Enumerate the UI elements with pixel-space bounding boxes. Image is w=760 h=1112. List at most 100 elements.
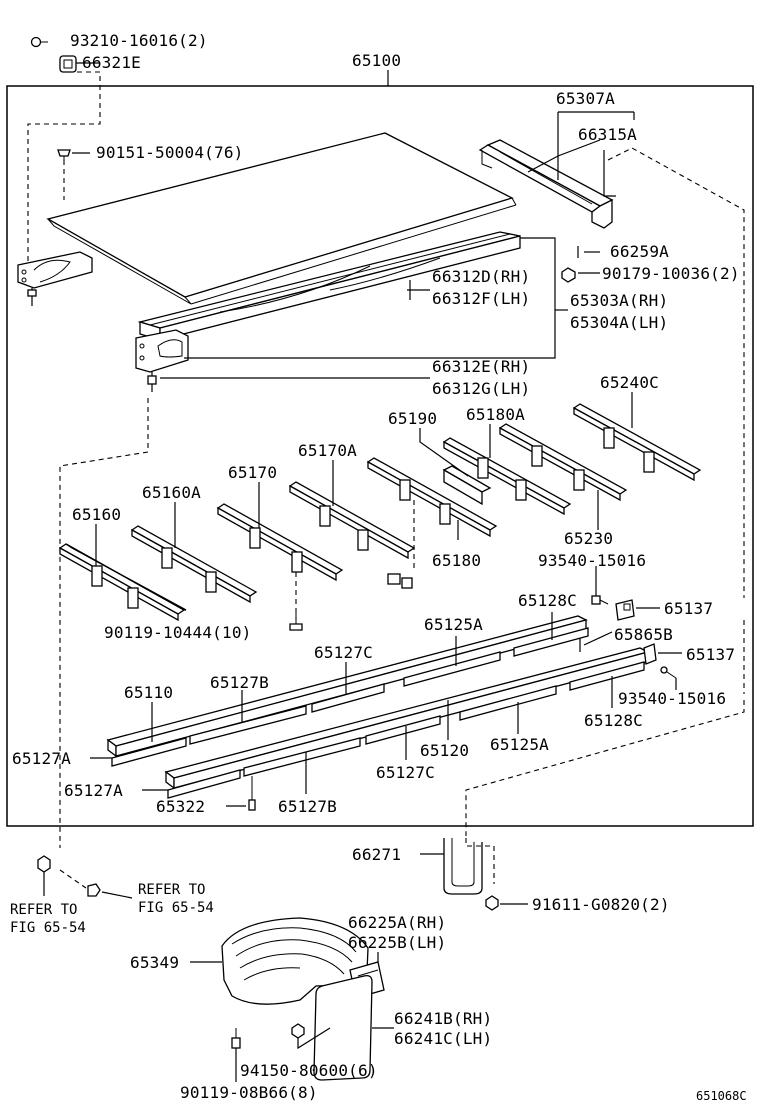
- strip-65127A-bot: [167, 769, 241, 799]
- bolt-90119-08B66: [231, 1028, 241, 1082]
- clip-66315A: [603, 186, 616, 197]
- label-refer-right-1: REFER TO: [138, 882, 205, 898]
- crossmember-65160A: [130, 525, 258, 604]
- crossmember-65170: [216, 503, 344, 582]
- label-65125A-top: 65125A: [424, 615, 483, 634]
- label-65180: 65180: [432, 551, 481, 570]
- label-65127A-top: 65127A: [12, 749, 71, 768]
- label-refer-left-1: REFER TO: [10, 902, 77, 918]
- u-bolt-66271: [420, 838, 495, 895]
- sill-65110: [106, 615, 588, 758]
- pin-66312D: [407, 280, 430, 300]
- label-65128C-bot: 65128C: [584, 711, 643, 730]
- crossmember-65180A: [442, 437, 572, 516]
- strip-65125A-top: [403, 651, 501, 687]
- block-66321E: [59, 55, 77, 73]
- label-65160: 65160: [72, 505, 121, 524]
- strip-65125A-bot: [459, 685, 557, 721]
- label-65127A-bot: 65127A: [64, 781, 123, 800]
- label-65137-b: 65137: [686, 645, 735, 664]
- figure-id: 651068C: [696, 1089, 747, 1103]
- label-65120: 65120: [420, 741, 469, 760]
- label-66312E: 66312E(RH): [432, 357, 530, 376]
- rear-rail-65307A: [478, 139, 614, 229]
- nut-94150: [291, 1023, 331, 1050]
- label-90179: 90179-10036(2): [602, 264, 740, 283]
- nut-clip: [387, 500, 415, 589]
- strip-65128C-top: [513, 627, 589, 657]
- label-93210: 93210-16016(2): [70, 31, 208, 50]
- bolt-93210: [30, 36, 48, 48]
- label-65170A: 65170A: [298, 441, 357, 460]
- crossmember-65170A: [288, 481, 416, 560]
- label-93540-b: 93540-15016: [618, 689, 726, 708]
- pin-65865B: [579, 631, 613, 652]
- crossmember-65160: [58, 543, 187, 622]
- label-65865B: 65865B: [614, 625, 673, 644]
- label-66312F: 66312F(LH): [432, 289, 530, 308]
- label-65322: 65322: [156, 797, 205, 816]
- label-65160A: 65160A: [142, 483, 201, 502]
- label-refer-right-2: FIG 65-54: [138, 900, 214, 916]
- label-65100: 65100: [352, 51, 401, 70]
- strip-65127B-top: [189, 705, 307, 745]
- label-65137-a: 65137: [664, 599, 713, 618]
- label-65303A: 65303A(RH): [570, 291, 668, 310]
- label-66241C: 66241C(LH): [394, 1029, 492, 1048]
- label-66259A: 66259A: [610, 242, 669, 261]
- nut-refer-left: [37, 855, 51, 896]
- screw-90151: [57, 149, 71, 165]
- stud-66259A: [577, 246, 600, 258]
- crossmember-65180: [366, 457, 498, 538]
- label-65190: 65190: [388, 409, 437, 428]
- label-65170: 65170: [228, 463, 277, 482]
- bolt-93540-a: [591, 566, 609, 605]
- nut-90179: [561, 267, 600, 283]
- bolt-65322: [226, 776, 256, 811]
- bolt-90119-10444: [289, 572, 303, 631]
- label-65180A: 65180A: [466, 405, 525, 424]
- strip-65128C-bot: [569, 661, 645, 691]
- side-rail-65303A: [137, 231, 521, 341]
- label-65127B-top: 65127B: [210, 673, 269, 692]
- label-91611: 91611-G0820(2): [532, 895, 670, 914]
- left-hinge-bracket: [17, 251, 93, 306]
- label-90151: 90151-50004(76): [96, 143, 244, 162]
- strip-65127C-top: [311, 683, 385, 713]
- front-bracket: [135, 329, 189, 392]
- bolt-93540-b: [660, 666, 677, 690]
- label-65127B-bot: 65127B: [278, 797, 337, 816]
- mudflap-66241B: [313, 974, 394, 1081]
- label-66312G: 66312G(LH): [432, 379, 530, 398]
- label-65110: 65110: [124, 683, 173, 702]
- label-65125A-bot: 65125A: [490, 735, 549, 754]
- strip-65127B-bot: [243, 737, 361, 777]
- label-65127C-bot: 65127C: [376, 763, 435, 782]
- label-66312D: 66312D(RH): [432, 267, 530, 286]
- crossmember-65230: [498, 423, 628, 502]
- label-65230: 65230: [564, 529, 613, 548]
- crossmember-65190: [442, 465, 492, 506]
- strip-65127A-top: [111, 737, 187, 767]
- mudguard-65349: [190, 917, 369, 1005]
- label-66271: 66271: [352, 845, 401, 864]
- label-65127C-top: 65127C: [314, 643, 373, 662]
- label-90119-08B66: 90119-08B66(8): [180, 1083, 318, 1102]
- label-65240C: 65240C: [600, 373, 659, 392]
- strip-65127C-bot: [365, 715, 441, 745]
- label-66315A: 66315A: [578, 125, 637, 144]
- bolt-refer-right: [59, 869, 133, 899]
- bolt-91611: [485, 895, 528, 911]
- label-66225A: 66225A(RH): [348, 913, 446, 932]
- label-65304A: 65304A(LH): [570, 313, 668, 332]
- bracket-65137-a: [615, 599, 660, 621]
- label-66321E: 66321E: [82, 53, 141, 72]
- label-66241B: 66241B(RH): [394, 1009, 492, 1028]
- label-65307A: 65307A: [556, 89, 615, 108]
- label-65349: 65349: [130, 953, 179, 972]
- crossmember-65240C: [572, 403, 702, 482]
- label-refer-left-2: FIG 65-54: [10, 920, 86, 936]
- label-66225B: 66225B(LH): [348, 933, 446, 952]
- label-90119-10444: 90119-10444(10): [104, 623, 252, 642]
